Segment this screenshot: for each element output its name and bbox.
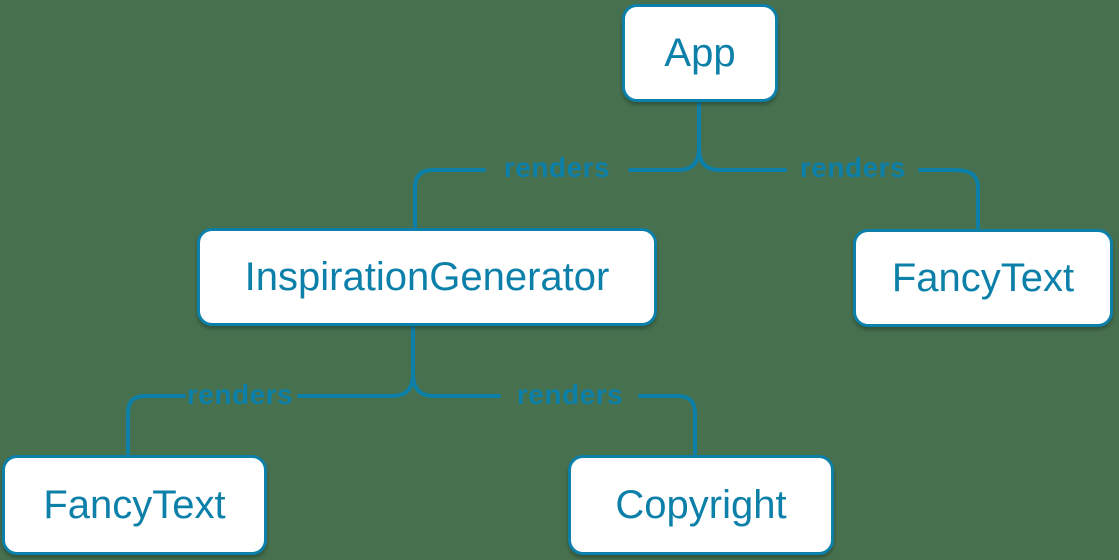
edge-inspiration-stem-left [297, 325, 415, 398]
node-fancy-text-top-label: FancyText [891, 255, 1075, 300]
node-copyright-label: Copyright [615, 482, 787, 527]
edge-label-renders-app-fancytext: renders [799, 152, 907, 183]
edge-label-renders-inspiration-fancytext: renders [186, 379, 294, 410]
edge-inspiration-stem-right [411, 372, 501, 398]
node-app: App [622, 4, 778, 102]
edge-app-to-fancytext-corner [918, 168, 980, 229]
edge-inspiration-to-fancytext-corner [126, 394, 186, 455]
node-inspiration-generator: InspirationGenerator [197, 228, 657, 326]
node-fancy-text-bottom-label: FancyText [43, 482, 226, 527]
edge-app-stem-left [628, 100, 701, 172]
edge-app-to-inspiration-corner [413, 168, 486, 228]
edge-inspiration-to-copyright-corner [638, 394, 697, 455]
node-fancy-text-top: FancyText [853, 229, 1113, 327]
node-fancy-text-bottom: FancyText [2, 455, 267, 555]
node-inspiration-generator-label: InspirationGenerator [244, 254, 610, 299]
edge-app-stem-right [697, 146, 787, 172]
node-copyright: Copyright [568, 455, 834, 555]
edge-label-renders-app-inspiration: renders [503, 152, 611, 183]
edge-label-renders-inspiration-copyright: renders [516, 379, 624, 410]
node-app-label: App [664, 30, 736, 75]
